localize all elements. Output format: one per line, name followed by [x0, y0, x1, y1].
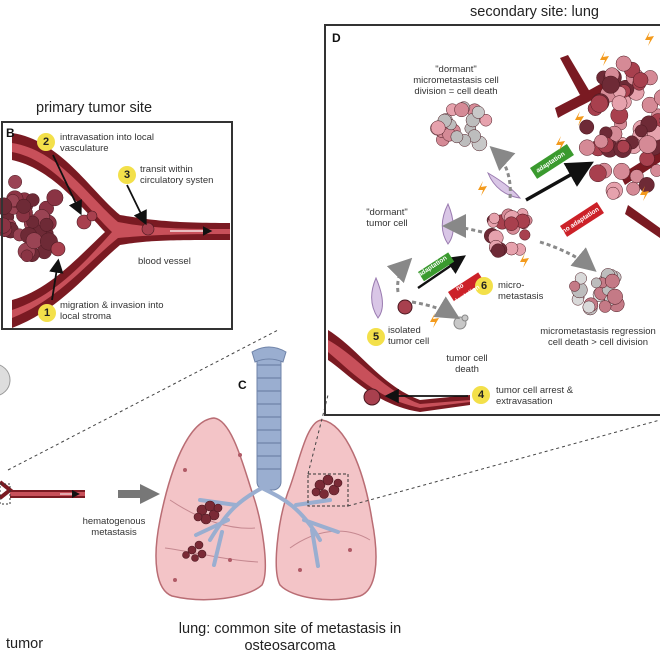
step-4-label: tumor cell arrest & extravasation [496, 385, 574, 407]
metastasis-cell [601, 75, 620, 94]
metastasis-cell [638, 135, 657, 154]
panel-c-letter: C [238, 378, 247, 392]
regression-cell [605, 273, 620, 289]
lightning-bolt-icon [645, 31, 654, 46]
metastasis-cell [579, 119, 595, 135]
metastasis-cell [632, 72, 649, 88]
tumor-cell-death-label: tumor cell death [446, 353, 488, 375]
regression-cell [582, 300, 596, 314]
hematogenous-label: hematogenous metastasis [82, 516, 146, 538]
metastasis-cell [613, 162, 631, 180]
tumor-caption-partial: tumor [6, 636, 44, 652]
metastasis-cell [650, 164, 660, 177]
regression-cell [569, 280, 581, 292]
dormant-micrometastasis-cell [471, 105, 485, 119]
lightning-bolt-icon [556, 136, 565, 151]
micrometastasis-cell [519, 229, 531, 241]
tumor-cell [20, 249, 34, 263]
metastasis-cell [615, 55, 632, 72]
step-1-label: migration & invasion into local stroma [60, 300, 164, 322]
panel-b-frame [1, 121, 233, 330]
step-5-badge: 5 [367, 328, 385, 346]
metastasis-cell [653, 89, 660, 106]
panel-b-letter: B [6, 126, 15, 140]
metastasis-cell [611, 95, 628, 112]
step-1-badge: 1 [38, 304, 56, 322]
lightning-bolt-icon [430, 313, 439, 328]
tumor-cell [39, 217, 54, 232]
tumor-cell [46, 189, 64, 207]
panel-d-frame [324, 24, 660, 416]
dormant-micrometastasis-cell [450, 130, 464, 144]
secondary-site-title: secondary site: lung [470, 4, 599, 20]
step-4-badge: 4 [472, 386, 490, 404]
step-5-label: isolated tumor cell [388, 325, 430, 347]
tumor-cell [16, 198, 32, 214]
metastasis-cell [629, 169, 644, 184]
dormant-micrometastasis-cell [454, 102, 469, 118]
dormant-micro-label: "dormant" micrometastasis cell division … [413, 64, 499, 97]
step-3-badge: 3 [118, 166, 136, 184]
metastasis-cell [634, 124, 648, 138]
primary-site-title: primary tumor site [36, 100, 153, 116]
dormant-micrometastasis-cell [479, 113, 493, 127]
lung-caption: lung: common site of metastasis in osteo… [178, 621, 402, 654]
lightning-bolt-icon [575, 111, 584, 126]
panel-d-letter: D [332, 31, 341, 45]
metastasis-cell [578, 139, 596, 156]
lightning-bolt-icon [640, 186, 649, 201]
metastasis-cell [594, 134, 609, 149]
step-3-label: transit within circulatory systen [140, 164, 214, 186]
step-2-badge: 2 [37, 133, 55, 151]
blood-vessel-label: blood vessel [138, 256, 191, 267]
regression-cell [590, 277, 602, 289]
hematogenous-vessel [0, 480, 160, 505]
step-6-label: micro-metastasis [498, 280, 544, 302]
tumor-cell [8, 174, 23, 189]
metastasis-cell [590, 94, 609, 113]
micrometastasis-cell [488, 212, 500, 224]
micrometastasis-cell [490, 243, 506, 258]
metastasis-cell [616, 140, 630, 154]
panel-d-artwork [328, 31, 660, 412]
micrometastasis-cell [504, 216, 519, 231]
step-2-label: intravasation into local vasculature [60, 132, 154, 154]
regression-label: micrometastasis regression cell death > … [540, 326, 656, 348]
regression-cell [607, 288, 623, 305]
metastasis-cell [641, 96, 659, 114]
step-6-badge: 6 [475, 277, 493, 295]
dormant-tumor-label: "dormant" tumor cell [366, 207, 408, 229]
lightning-bolt-icon [478, 181, 487, 196]
metastasis-cell [606, 186, 620, 200]
regression-cell [574, 272, 587, 285]
regression-cell [598, 300, 612, 313]
lightning-bolt-icon [600, 51, 609, 66]
lungs-illustration [155, 346, 377, 601]
dormant-micrometastasis-cell [430, 120, 446, 136]
panel-b-artwork [0, 133, 230, 328]
tumor-cell [26, 215, 40, 229]
lightning-bolt-icon [520, 253, 529, 268]
